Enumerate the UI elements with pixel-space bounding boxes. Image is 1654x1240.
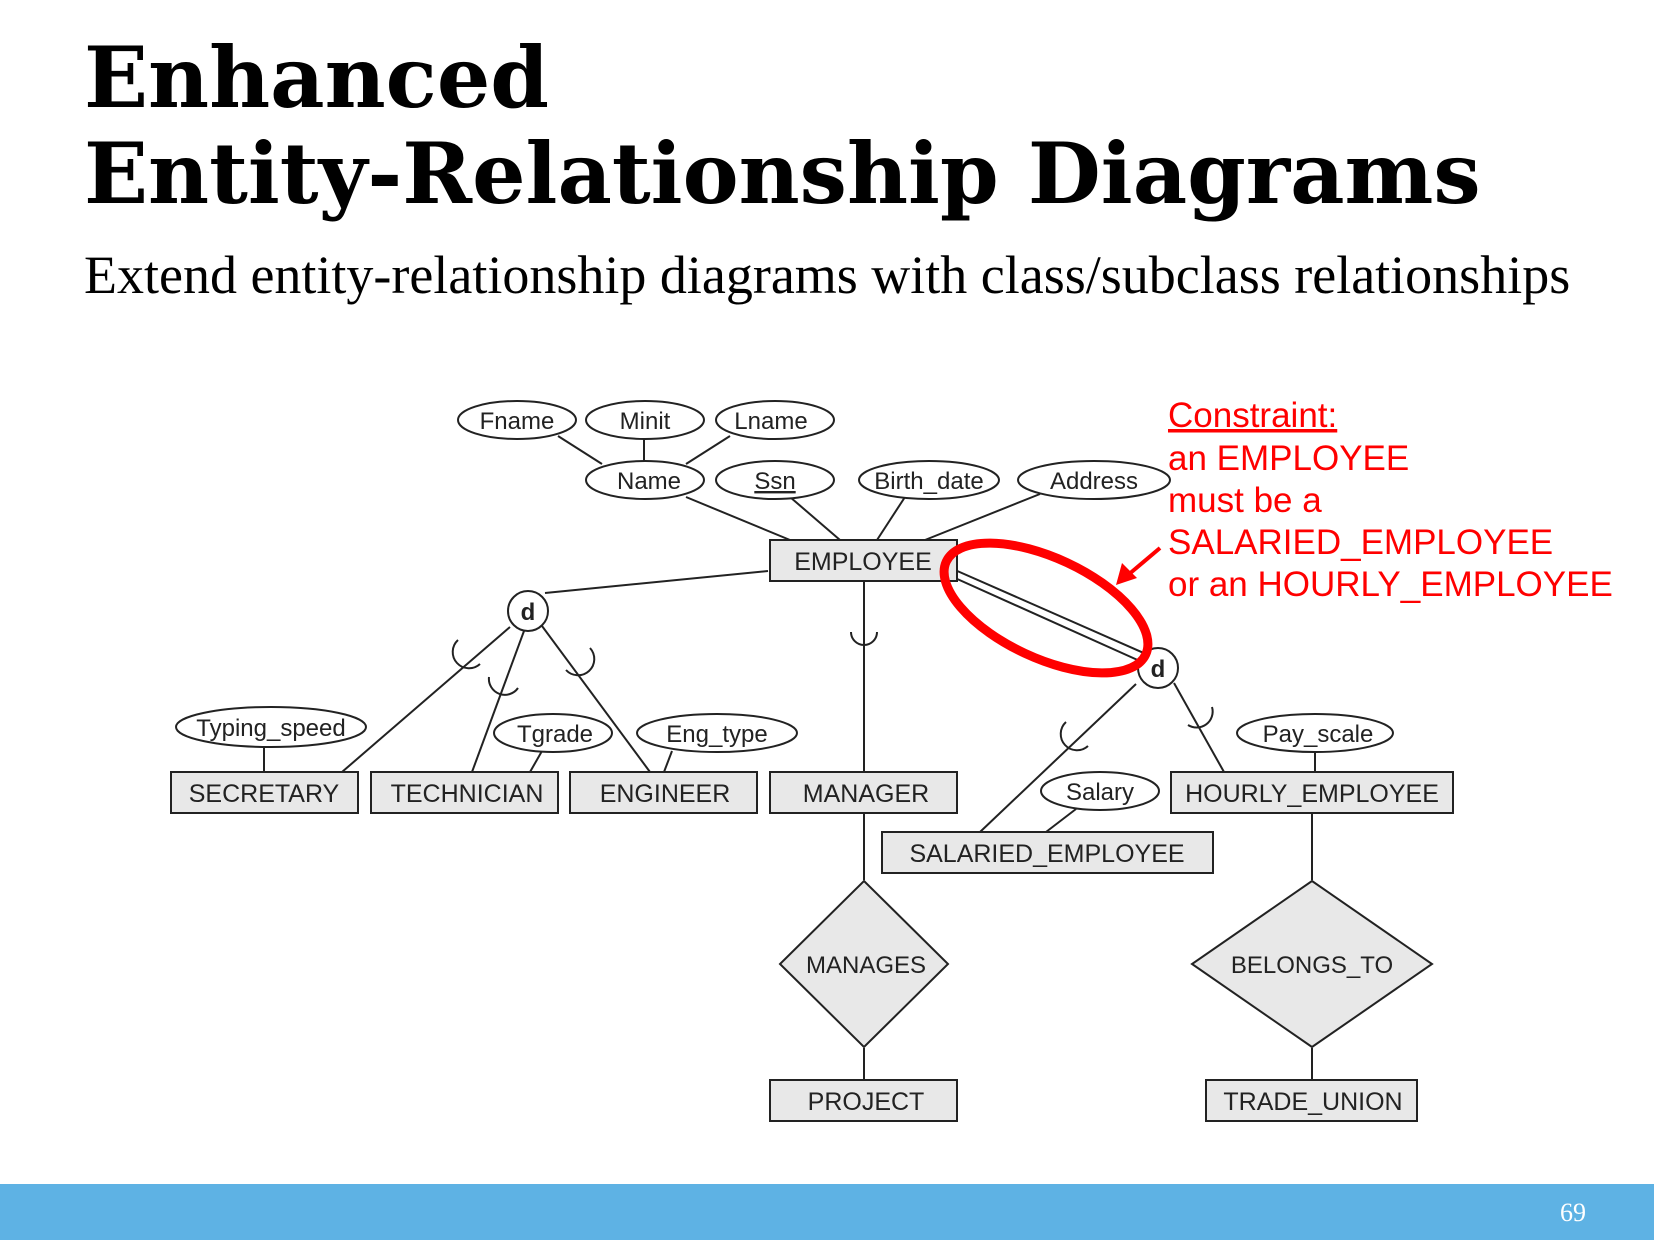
line-birthdate-employee bbox=[876, 496, 906, 541]
relationship-belongs-to: BELONGS_TO bbox=[1190, 879, 1434, 1049]
attr-name: Name bbox=[585, 460, 705, 500]
total-participation-line-2 bbox=[954, 577, 1143, 663]
line-d1-secretary bbox=[341, 626, 511, 773]
attr-pay-scale-label: Pay_scale bbox=[1263, 721, 1374, 748]
attr-ssn: Ssn bbox=[715, 460, 835, 500]
slide-title: Enhanced Entity-Relationship Diagrams bbox=[84, 30, 1481, 222]
entity-salaried-employee-label: SALARIED_EMPLOYEE bbox=[909, 840, 1184, 868]
attr-typing-speed: Typing_speed bbox=[175, 706, 367, 748]
entity-hourly-employee: HOURLY_EMPLOYEE bbox=[1170, 771, 1454, 814]
constraint-annotation: Constraint: an EMPLOYEE must be a SALARI… bbox=[939, 396, 1613, 678]
line-employee-d1 bbox=[544, 570, 769, 594]
attr-fname: Fname bbox=[457, 400, 577, 440]
constraint-heading: Constraint: bbox=[1168, 396, 1337, 435]
relationship-manages: MANAGES bbox=[778, 879, 950, 1049]
attr-eng-type-label: Eng_type bbox=[666, 721, 767, 748]
entity-secretary: SECRETARY bbox=[170, 771, 359, 814]
specialization-d-label-1: d bbox=[521, 599, 536, 626]
entity-hourly-employee-label: HOURLY_EMPLOYEE bbox=[1185, 780, 1439, 808]
entity-project-label: PROJECT bbox=[808, 1088, 925, 1116]
eer-diagram: Fname Minit Lname Name Ssn Birth_date Ad… bbox=[170, 396, 1613, 1122]
line-salary-salaried bbox=[1045, 808, 1077, 833]
attr-fname-label: Fname bbox=[480, 408, 555, 435]
subset-symbol-secretary bbox=[451, 639, 481, 670]
subset-symbol-technician bbox=[487, 676, 519, 696]
entity-trade-union-label: TRADE_UNION bbox=[1223, 1088, 1402, 1116]
specialization-circle-pay-method: d bbox=[1137, 647, 1179, 689]
attr-tgrade: Tgrade bbox=[493, 713, 613, 753]
attr-ssn-label: Ssn bbox=[754, 468, 795, 495]
attr-salary-label: Salary bbox=[1066, 779, 1134, 806]
line-d2-salaried bbox=[979, 683, 1137, 833]
entity-manager-label: MANAGER bbox=[803, 780, 929, 808]
attr-lname: Lname bbox=[715, 400, 835, 440]
annotation-arrow-head bbox=[1116, 563, 1137, 585]
attr-birth-date: Birth_date bbox=[858, 460, 1000, 500]
attr-minit-label: Minit bbox=[620, 408, 671, 435]
entity-manager: MANAGER bbox=[769, 771, 958, 814]
attr-name-label: Name bbox=[617, 468, 681, 495]
constraint-line-3: SALARIED_EMPLOYEE bbox=[1168, 523, 1553, 562]
specialization-circle-job-type: d bbox=[507, 590, 549, 632]
attr-birth-date-label: Birth_date bbox=[874, 468, 983, 495]
page-number: 69 bbox=[1560, 1198, 1586, 1227]
subset-symbol-manager bbox=[850, 631, 878, 646]
subset-symbol-hourly bbox=[1187, 706, 1214, 729]
constraint-line-2: must be a bbox=[1168, 481, 1322, 520]
attr-minit: Minit bbox=[585, 400, 705, 440]
entity-employee: EMPLOYEE bbox=[769, 539, 958, 582]
annotation-arrow-shaft bbox=[1126, 546, 1162, 577]
attr-salary: Salary bbox=[1040, 771, 1160, 811]
line-fname-name bbox=[557, 435, 603, 465]
attr-eng-type: Eng_type bbox=[636, 713, 798, 753]
attr-tgrade-label: Tgrade bbox=[517, 721, 593, 748]
entity-engineer: ENGINEER bbox=[569, 771, 758, 814]
line-tgrade-technician bbox=[529, 750, 543, 773]
entity-project: PROJECT bbox=[769, 1079, 958, 1122]
specialization-d-label-2: d bbox=[1151, 656, 1166, 683]
entity-technician: TECHNICIAN bbox=[370, 771, 559, 814]
line-d1-technician bbox=[471, 630, 525, 773]
line-engtype-engineer bbox=[663, 750, 673, 773]
specialization-layer: d d bbox=[507, 590, 1179, 689]
entity-employee-label: EMPLOYEE bbox=[794, 548, 932, 576]
slide-subtitle: Extend entity-relationship diagrams with… bbox=[84, 245, 1571, 305]
constraint-line-1: an EMPLOYEE bbox=[1168, 439, 1409, 478]
slide-title-line-2: Entity-Relationship Diagrams bbox=[84, 124, 1481, 223]
constraint-line-4: or an HOURLY_EMPLOYEE bbox=[1168, 565, 1613, 604]
attr-address-label: Address bbox=[1050, 468, 1138, 495]
subset-symbol-salaried bbox=[1059, 721, 1089, 752]
line-name-employee bbox=[685, 496, 791, 541]
line-ssn-employee bbox=[789, 496, 841, 541]
slide-title-line-1: Enhanced bbox=[84, 28, 549, 127]
attr-typing-speed-label: Typing_speed bbox=[196, 715, 345, 742]
entity-salaried-employee: SALARIED_EMPLOYEE bbox=[881, 831, 1214, 874]
line-lname-name bbox=[685, 435, 731, 465]
entity-engineer-label: ENGINEER bbox=[600, 780, 731, 808]
entity-trade-union: TRADE_UNION bbox=[1205, 1079, 1418, 1122]
entity-secretary-label: SECRETARY bbox=[189, 780, 340, 808]
line-address-employee bbox=[924, 493, 1041, 541]
subset-symbol-engineer bbox=[565, 647, 596, 677]
slide-footer: 69 bbox=[0, 1184, 1654, 1240]
total-participation-line-1 bbox=[954, 569, 1147, 655]
entity-layer: EMPLOYEE SECRETARY TECHNICIAN ENGINEER M… bbox=[170, 539, 1454, 1122]
attr-lname-label: Lname bbox=[734, 408, 807, 435]
diagram-connectors bbox=[263, 435, 1316, 1080]
entity-technician-label: TECHNICIAN bbox=[391, 780, 544, 808]
relationship-manages-label: MANAGES bbox=[806, 952, 926, 979]
highlight-ellipse bbox=[939, 538, 1153, 678]
relationship-layer: MANAGES BELONGS_TO bbox=[778, 879, 1434, 1049]
attr-address: Address bbox=[1017, 460, 1171, 500]
attr-pay-scale: Pay_scale bbox=[1236, 713, 1394, 753]
attribute-layer: Fname Minit Lname Name Ssn Birth_date Ad… bbox=[175, 400, 1394, 811]
relationship-belongs-to-label: BELONGS_TO bbox=[1231, 952, 1393, 979]
line-d1-engineer bbox=[541, 625, 651, 773]
